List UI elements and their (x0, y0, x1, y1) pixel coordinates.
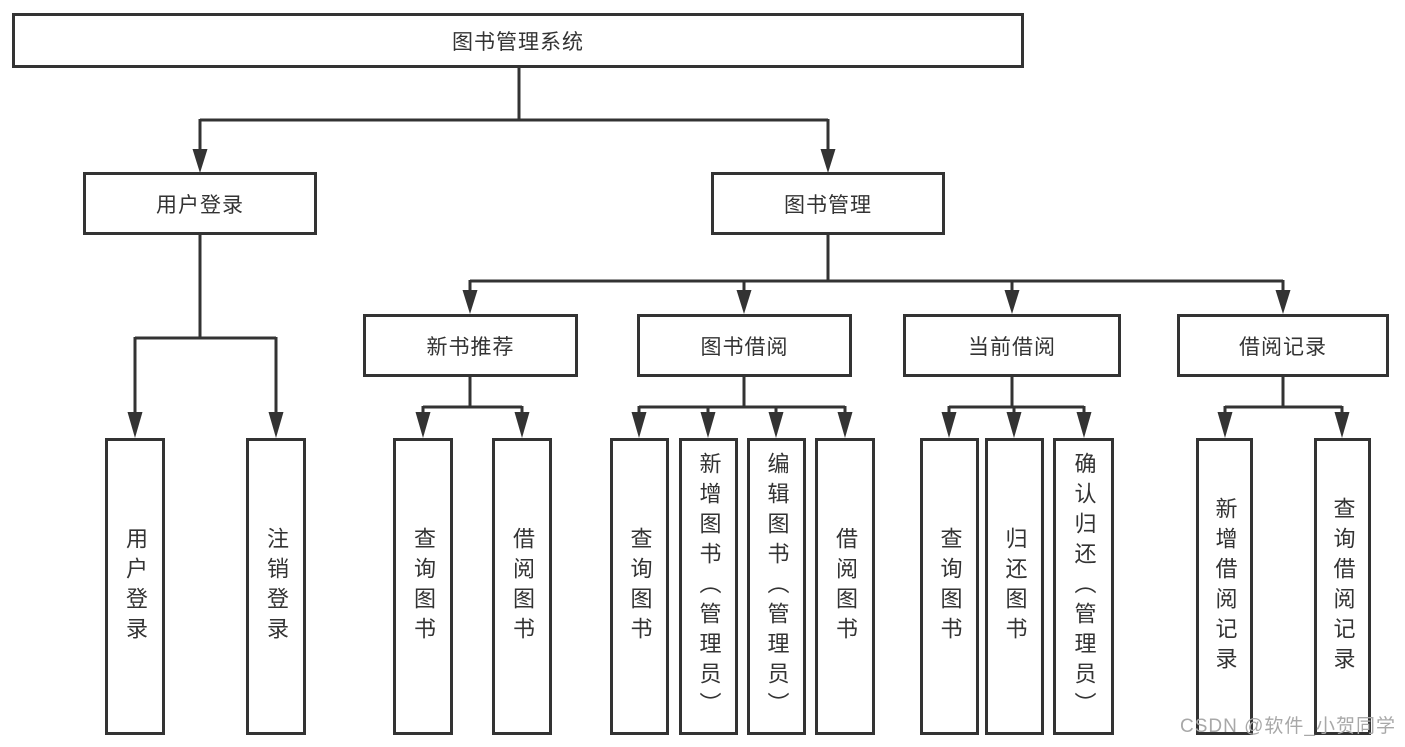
node-user-login: 用户登录 (83, 172, 317, 235)
leaf-cb-query-books: 查询图书 (920, 438, 979, 735)
watermark-text: CSDN @软件_小贺同学 (1180, 716, 1396, 737)
leaf-cb-query-books-label: 查询图书 (937, 526, 963, 647)
leaf-cb-confirm-return-admin-label: 确认归还（管理员） (1071, 451, 1097, 722)
leaf-bb-query-books-label: 查询图书 (627, 526, 653, 647)
leaf-cb-confirm-return-admin: 确认归还（管理员） (1053, 438, 1114, 735)
leaf-user-login: 用户登录 (105, 438, 165, 735)
node-borrowing-records-label: 借阅记录 (1239, 335, 1327, 359)
leaf-br-add-borrow-record-label: 新增借阅记录 (1212, 496, 1238, 677)
leaf-br-add-borrow-record: 新增借阅记录 (1196, 438, 1253, 735)
leaf-bb-add-book-admin: 新增图书（管理员） (679, 438, 738, 735)
node-book-borrowing-label: 图书借阅 (700, 335, 789, 359)
leaf-br-query-borrow-record: 查询借阅记录 (1314, 438, 1371, 735)
leaf-nbr-query-books-label: 查询图书 (411, 526, 436, 647)
leaf-nbr-borrow-books-label: 借阅图书 (510, 526, 535, 647)
leaf-cb-return-books: 归还图书 (985, 438, 1044, 735)
leaf-user-login-label: 用户登录 (123, 526, 148, 647)
node-new-book-recommendation-label: 新书推荐 (426, 335, 515, 359)
leaf-bb-borrow-books: 借阅图书 (815, 438, 875, 735)
leaf-nbr-query-books: 查询图书 (393, 438, 453, 735)
node-book-management: 图书管理 (711, 172, 945, 235)
leaf-logout-label: 注销登录 (264, 526, 289, 647)
node-new-book-recommendation: 新书推荐 (363, 314, 578, 377)
leaf-bb-query-books: 查询图书 (610, 438, 669, 735)
leaf-br-query-borrow-record-label: 查询借阅记录 (1330, 496, 1356, 677)
node-current-borrowing: 当前借阅 (903, 314, 1121, 377)
node-borrowing-records: 借阅记录 (1177, 314, 1389, 377)
leaf-bb-add-book-admin-label: 新增图书（管理员） (696, 451, 722, 722)
node-user-login-label: 用户登录 (156, 193, 244, 217)
node-library-management-system-label: 图书管理系统 (452, 30, 584, 54)
leaf-nbr-borrow-books: 借阅图书 (492, 438, 552, 735)
leaf-bb-borrow-books-label: 借阅图书 (833, 526, 858, 647)
node-book-management-label: 图书管理 (784, 193, 872, 217)
node-current-borrowing-label: 当前借阅 (968, 335, 1056, 359)
leaf-logout: 注销登录 (246, 438, 306, 735)
leaf-cb-return-books-label: 归还图书 (1002, 526, 1028, 647)
node-book-borrowing: 图书借阅 (637, 314, 852, 377)
leaf-bb-edit-book-admin-label: 编辑图书（管理员） (764, 451, 790, 722)
leaf-bb-edit-book-admin: 编辑图书（管理员） (747, 438, 806, 735)
node-library-management-system: 图书管理系统 (12, 13, 1024, 68)
